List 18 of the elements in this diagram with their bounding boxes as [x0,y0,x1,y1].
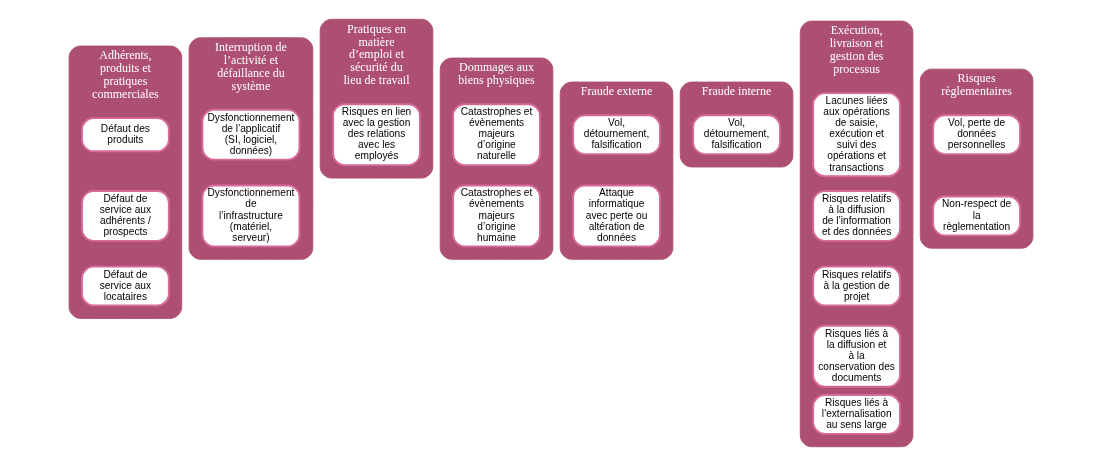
node-box: Vol, perte de données personnelles [932,114,1021,155]
node-box: Catastrophes et évènements majeurs d’origine humaine [452,184,541,248]
node-box: Vol, détournement, falsification [692,114,781,155]
node-box: Non-respect de la règlementation [932,195,1021,237]
node-box: Risques relatifs à la gestion de projet [812,265,901,307]
node-box: Dysfonctionnement de l’applicatif (SI, logiciel, données) [201,108,301,161]
node-box: Attaque informatique avec perte ou altération de données [572,184,661,248]
node-box: Risques relatifs à la diffusion de l’information et des données [812,190,901,242]
node-box: Lacunes liées aux opérations de saisie, exécution et suivi des opérations et transactions [812,92,901,178]
node-box: Catastrophes et évènements majeurs d’origine naturelle [452,103,541,167]
node-box: Risques en lien avec la gestion des relations avec les employés [332,103,421,167]
node-box: Défaut de service aux locataires [81,265,170,307]
node-box: Défaut des produits [81,117,170,153]
node-box: Vol, détournement, falsification [572,114,661,155]
node-box: Défaut de service aux adhérents / prospects [81,190,170,242]
node-box: Dysfonctionnement de l’infrastructure (matériel, serveur) [201,184,301,248]
node-box: Risques liés à l’externalisation au sens large [812,394,901,435]
node-box: Risques liés à la diffusion et à la conservation des documents [812,324,901,388]
